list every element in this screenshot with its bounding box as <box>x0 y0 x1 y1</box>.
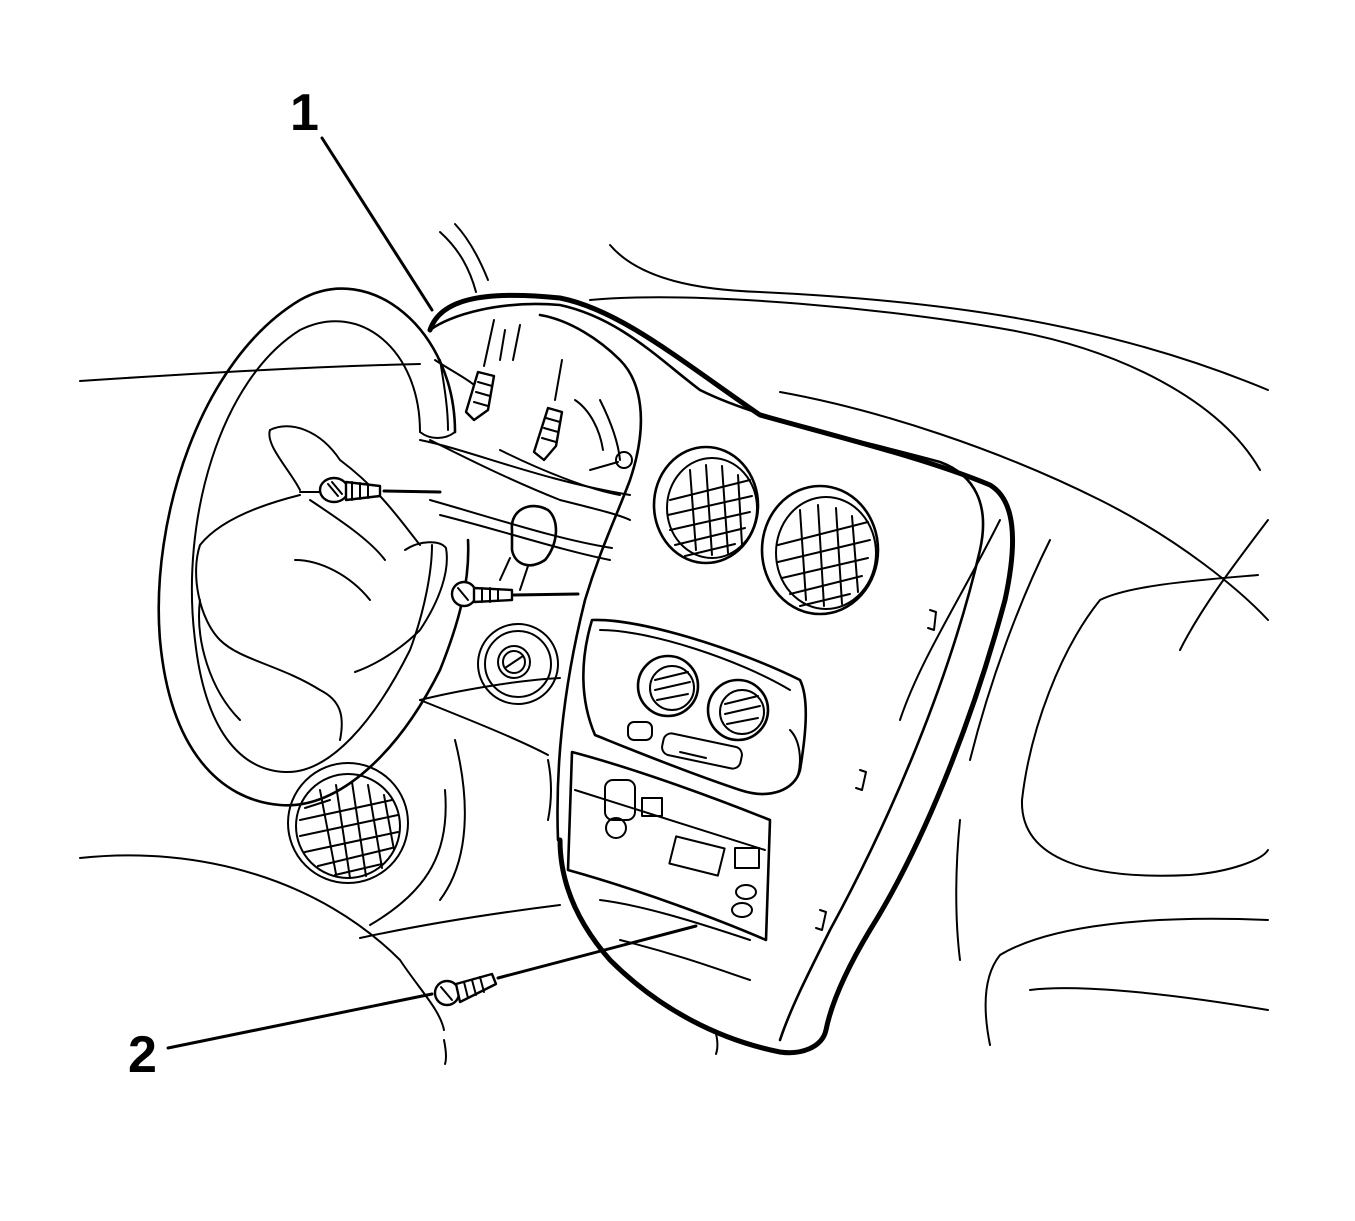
screw-cluster-upper-right-icon <box>532 359 564 462</box>
callout-label-1: 1 <box>290 84 319 142</box>
screw-column-lower-icon <box>450 580 580 608</box>
screw-column-upper-icon <box>299 476 442 504</box>
screw-cluster-upper-left-icon <box>464 319 496 422</box>
heater-and-radio-controls <box>566 618 808 981</box>
screw-lower-bezel-icon <box>433 924 698 1007</box>
steering-column <box>419 439 631 705</box>
fasteners <box>299 319 698 1007</box>
center-air-vents <box>652 445 880 616</box>
instrument-panel-bezel <box>427 292 1015 1056</box>
leader-line-1 <box>320 136 434 312</box>
dashboard-background <box>79 223 1269 1065</box>
callout-label-2: 2 <box>128 1026 157 1084</box>
leader-line-2 <box>166 992 434 1050</box>
steering-wheel <box>157 287 470 807</box>
leader-lines <box>166 136 434 1050</box>
